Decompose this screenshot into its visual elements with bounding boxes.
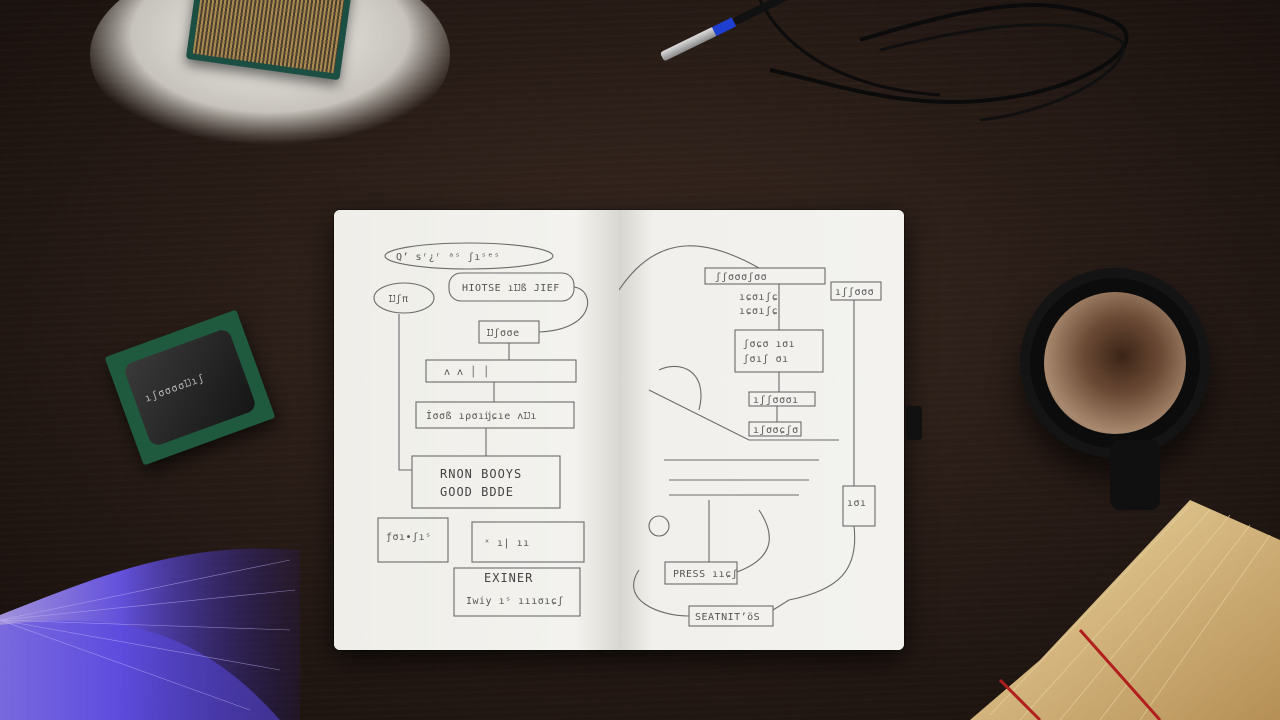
label2-text: ıɕσıʃɕ [739, 306, 778, 317]
fiber-optic-lamp [0, 548, 300, 720]
cloud-top-text: Q’ sʳ¿ʳ ᵃˢ ʃıˢᵉˢ [396, 252, 500, 263]
row1-text: ıʃʃσσσı [753, 395, 799, 406]
box-grid-text: ˣ ı∣ ıı [484, 538, 530, 549]
chip-engraving: ıʃσσσσĲıʃ [143, 372, 207, 405]
box2-text: ʌ ʌ │ │ [444, 365, 490, 378]
row2-text: ıʃσσɕʃσ [753, 425, 799, 436]
open-notebook: Q’ sʳ¿ʳ ᵃˢ ʃıˢᵉˢ Ĳʃπ HIOTSE ıĲß JIEF Ĳʃσ… [334, 210, 904, 650]
top-box-text: ʃʃσσσʃσσ [715, 272, 767, 283]
coffee-cup [1020, 268, 1210, 458]
powder-pile [90, 0, 450, 155]
cpu-chip-small: ıʃσσσσĲıʃ [104, 309, 276, 466]
bubble-main-text: HIOTSE ıĲß JIEF [462, 283, 560, 294]
box-big-line2: GOOD BDDE [440, 485, 514, 499]
center-box-text: ʃσɕσ ıσı [743, 339, 795, 350]
small-box-text: ıσı [847, 498, 867, 509]
coffee-surface [1044, 292, 1186, 434]
box-small-text: ƒσı∙ʃıˢ [386, 532, 432, 543]
cable [758, 0, 1129, 122]
notebook-left-page: Q’ sʳ¿ʳ ᵃˢ ʃıˢᵉˢ Ĳʃπ HIOTSE ıĲß JIEF Ĳʃσ… [334, 210, 619, 650]
left-page-sketch: Q’ sʳ¿ʳ ᵃˢ ʃıˢᵉˢ Ĳʃπ HIOTSE ıĲß JIEF Ĳʃσ… [373, 242, 589, 617]
bottom-box-text: PRESS ııɕʃ [673, 569, 738, 580]
box1-text: Ĳʃσσe [487, 328, 520, 339]
box3-text: İσσß ıρσıĳɕıe ʌĲı [426, 409, 537, 422]
bottom-box2-text: SEATNIT’öS [695, 612, 760, 623]
box-big-line1: RNON BOOYS [440, 467, 522, 481]
cup-handle [1110, 440, 1160, 510]
notebook-elastic-band [906, 406, 922, 440]
side-box-text: ıʃʃσσσ [835, 287, 874, 298]
notebook-right-page: ʃʃσσσʃσσ ıɕσıʃɕ ıɕσıʃɕ ʃσɕσ ıσı ʃσıʃ σı … [618, 210, 904, 650]
box-bottom-sub: Iwiy ıˢ ıııσıɕʃ [466, 596, 564, 607]
spaghetti-bundle [970, 500, 1280, 720]
bubble-left-text: Ĳʃπ [389, 294, 409, 305]
center-box2-text: ʃσıʃ σı [743, 354, 789, 365]
box-bottom-title: EXINER [484, 571, 533, 585]
right-page-sketch: ʃʃσσσʃσσ ıɕσıʃɕ ıɕσıʃɕ ʃσɕσ ıσı ʃσıʃ σı … [618, 245, 882, 627]
label1-text: ıɕσıʃɕ [739, 292, 778, 303]
